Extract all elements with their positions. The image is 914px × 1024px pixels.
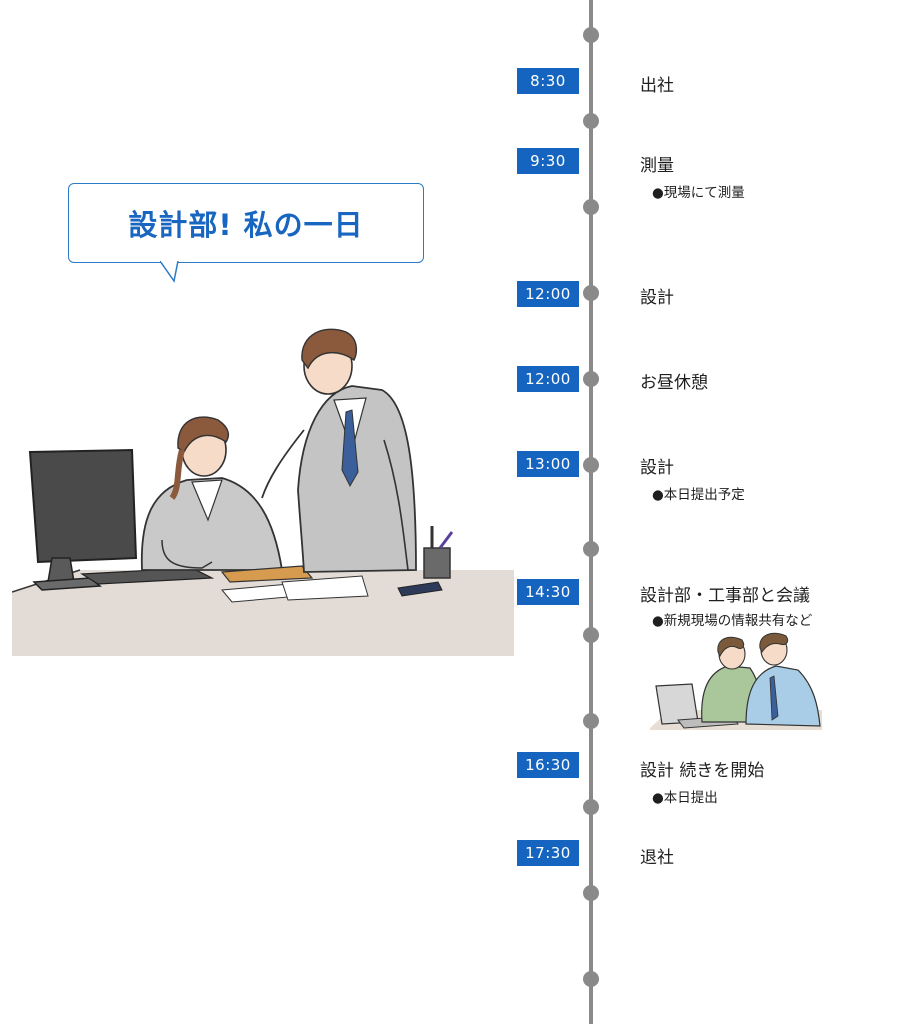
timeline-dot bbox=[583, 713, 599, 729]
time-badge: 8:30 bbox=[517, 68, 579, 94]
time-badge: 14:30 bbox=[517, 579, 579, 605]
time-badge: 17:30 bbox=[517, 840, 579, 866]
event-title: 出社 bbox=[640, 76, 674, 96]
time-badge: 12:00 bbox=[517, 366, 579, 392]
event-note: ●現場にて測量 bbox=[652, 185, 745, 201]
timeline-dot bbox=[583, 27, 599, 43]
meeting-illustration bbox=[650, 632, 822, 730]
event-title: 設計 bbox=[640, 458, 674, 478]
event-title: 設計 続きを開始 bbox=[640, 761, 765, 781]
event-title: 退社 bbox=[640, 848, 674, 868]
event-title: 設計 bbox=[640, 288, 674, 308]
office-illustration bbox=[12, 328, 514, 656]
timeline-dot bbox=[583, 799, 599, 815]
title-bubble: 設計部! 私の一日 bbox=[68, 183, 424, 263]
timeline-dot bbox=[583, 457, 599, 473]
timeline-dot bbox=[583, 971, 599, 987]
page-title: 設計部! 私の一日 bbox=[128, 208, 364, 242]
timeline-dot bbox=[583, 285, 599, 301]
event-title: 設計部・工事部と会議 bbox=[640, 586, 810, 606]
event-note: ●新規現場の情報共有など bbox=[652, 613, 813, 629]
event-note: ●本日提出 bbox=[652, 790, 718, 806]
timeline-dot bbox=[583, 113, 599, 129]
timeline-dot bbox=[583, 199, 599, 215]
event-title: お昼休憩 bbox=[640, 373, 708, 393]
bubble-tail bbox=[160, 261, 179, 283]
time-badge: 12:00 bbox=[517, 281, 579, 307]
time-badge: 16:30 bbox=[517, 752, 579, 778]
timeline-dot bbox=[583, 885, 599, 901]
event-title: 測量 bbox=[640, 156, 674, 176]
event-note: ●本日提出予定 bbox=[652, 487, 745, 503]
timeline-dot bbox=[583, 371, 599, 387]
timeline-line bbox=[589, 0, 593, 1024]
timeline-dot bbox=[583, 627, 599, 643]
time-badge: 13:00 bbox=[517, 451, 579, 477]
timeline-dot bbox=[583, 541, 599, 557]
time-badge: 9:30 bbox=[517, 148, 579, 174]
